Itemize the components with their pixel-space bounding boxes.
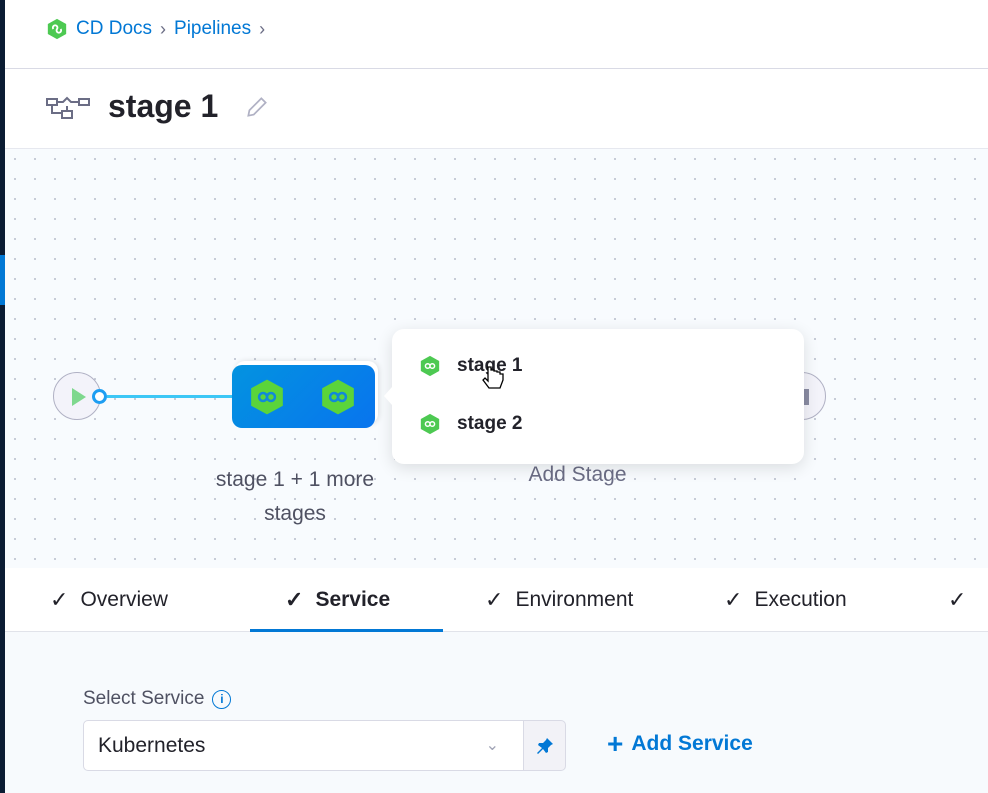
divider [5,68,988,69]
service-select[interactable]: Kubernetes ⌄ [83,720,524,771]
tab-label: Service [315,588,391,611]
popover-stage-item[interactable]: stage 1 [419,355,522,377]
chevron-right-icon: › [259,18,266,39]
deploy-stage-icon [420,413,440,435]
add-stage-label[interactable]: Add Stage [528,463,627,486]
play-icon [72,388,86,406]
plus-icon: + [607,728,624,759]
page-title: stage 1 [108,88,219,124]
pipeline-stage-icon [46,96,90,119]
nav-sidebar-edge [0,0,5,793]
connector-port[interactable] [92,389,107,404]
tab-execution[interactable]: ✓ Execution [724,568,847,632]
tab-label: Overview [80,588,168,611]
info-icon[interactable]: i [212,689,232,709]
field-label: Select Service [83,688,205,709]
popover-stage-label: stage 2 [457,413,523,434]
active-tab-indicator [250,629,443,632]
service-form: Select Service i Kubernetes ⌄ + Add Service [5,632,988,793]
select-service-label: Select Service i [83,688,232,710]
add-service-button[interactable]: + Add Service [607,728,753,759]
page-header: stage 1 [46,88,270,125]
connector-line [107,395,233,398]
tab-service[interactable]: ✓ Service [285,568,390,632]
check-icon: ✓ [724,587,743,612]
chevron-down-icon: ⌄ [485,737,499,754]
add-service-label: Add Service [631,732,753,755]
breadcrumb-pipelines[interactable]: Pipelines [174,18,252,39]
stop-icon [801,389,809,405]
chevron-right-icon: › [160,18,167,39]
deploy-stage-icon [322,379,354,415]
deploy-stage-icon [251,379,283,415]
breadcrumb: CD Docs › Pipelines › [46,18,265,40]
tab-overview[interactable]: ✓ Overview [50,568,168,632]
popover-stage-item[interactable]: stage 2 [419,413,522,435]
deploy-stage-icon [420,355,440,377]
edit-pencil-icon[interactable] [244,94,270,120]
stage-group-popover: stage 1 stage 2 [384,329,804,464]
tab-label: Environment [515,588,634,611]
nav-active-indicator [0,255,5,305]
pin-icon [536,737,553,754]
service-select-value: Kubernetes [98,733,206,757]
pin-button[interactable] [523,720,566,771]
stage-group-node[interactable] [232,365,375,428]
check-icon: ✓ [285,587,304,612]
breadcrumb-cd-docs[interactable]: CD Docs [76,18,153,39]
cd-module-icon [47,18,67,40]
stage-tabs: ✓ Overview ✓ Service ✓ Environment ✓ Executi… [5,568,988,632]
tab-environment[interactable]: ✓ Environment [485,568,633,632]
check-icon: ✓ [948,587,967,612]
check-icon: ✓ [50,587,69,612]
check-icon: ✓ [485,587,504,612]
tab-advanced[interactable]: ✓ [948,568,978,632]
hand-cursor-icon [482,366,504,389]
tab-label: Execution [754,588,847,611]
stage-group-label: stage 1 + 1 more stages [215,468,375,525]
popover-stage-label: stage 1 [457,355,523,376]
